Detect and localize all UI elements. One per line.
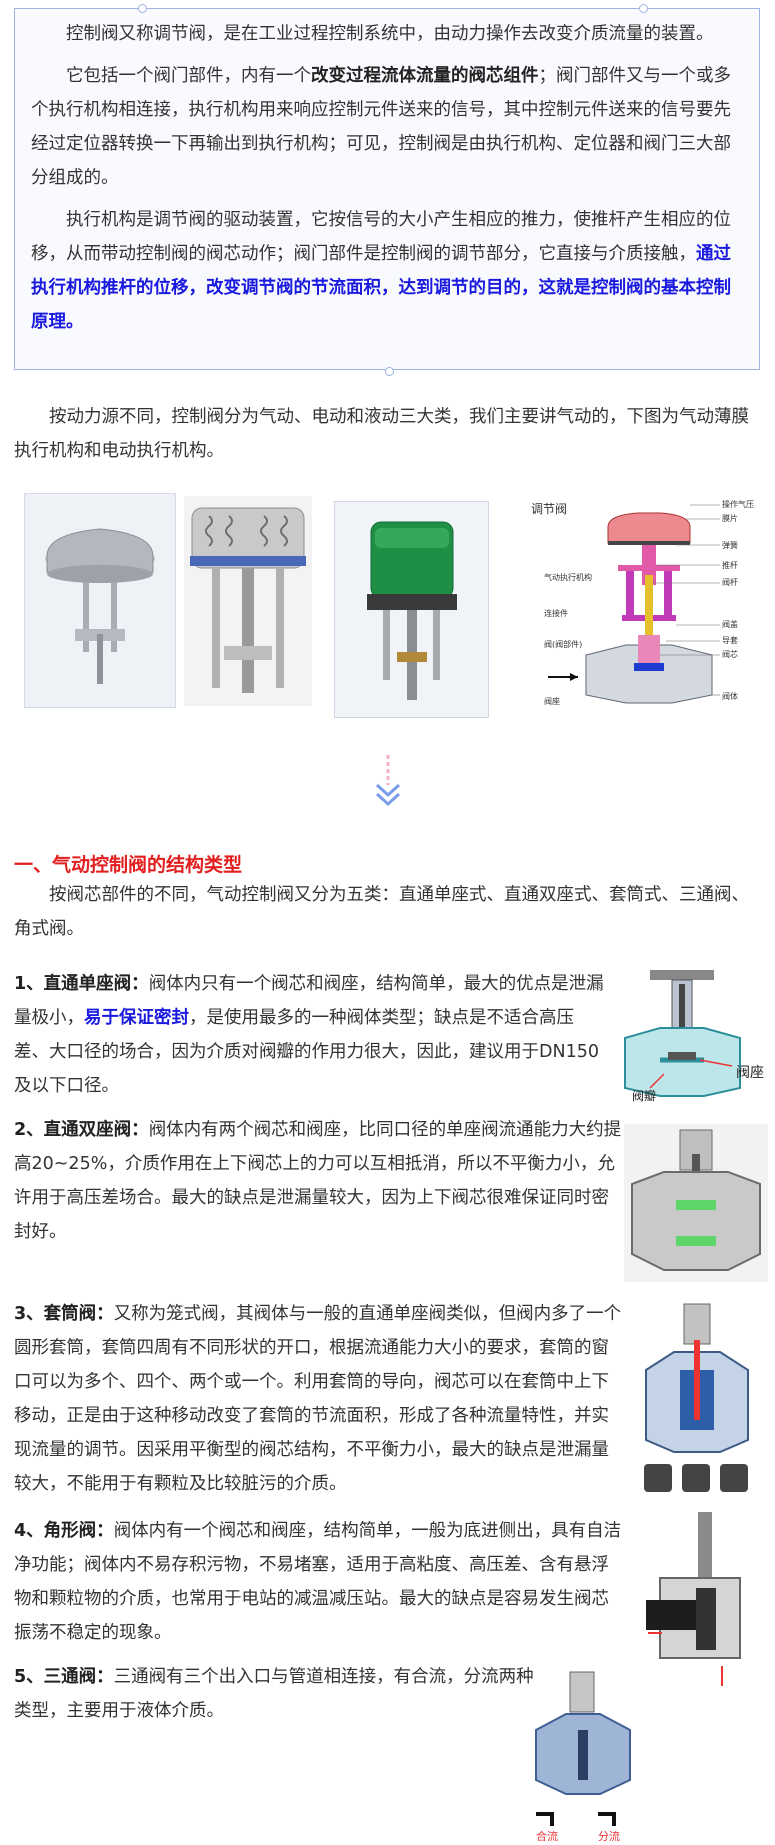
- intro-box: 控制阀又称调节阀，是在工业过程控制系统中，由动力操作去改变介质流量的装置。 它包…: [14, 8, 760, 370]
- svg-text:气动执行机构: 气动执行机构: [544, 572, 592, 582]
- section-title: 一、气动控制阀的结构类型: [14, 854, 243, 876]
- section-intro: 按阀芯部件的不同，气动控制阀又分为五类：直通单座式、直通双座式、套筒式、三通阀、…: [14, 885, 749, 939]
- svg-text:推杆: 推杆: [722, 560, 738, 570]
- box-corner-ornament: [639, 4, 648, 13]
- svg-text:阀体: 阀体: [722, 691, 738, 701]
- box-corner-ornament: [385, 367, 394, 376]
- svg-text:阀芯: 阀芯: [722, 649, 738, 659]
- schematic-title: 调节阀: [531, 502, 567, 516]
- pneumatic-diaphragm-actuator-image: [24, 493, 176, 708]
- item-sleeve-valve: 3、套筒阀：又称为笼式阀，其阀体与一般的直通单座阀类似，但阀内多了一个圆形套筒，…: [14, 1304, 622, 1494]
- box-corner-ornament: [138, 4, 147, 13]
- actuator-cutaway-image: [184, 496, 312, 706]
- double-seat-valve-diagram: [624, 1124, 768, 1282]
- single-seat-valve-diagram: 阀座 阀瓣: [620, 964, 770, 1103]
- svg-text:导套: 导套: [722, 635, 738, 645]
- sleeve-valve-diagram: [636, 1300, 758, 1500]
- svg-text:阀座: 阀座: [544, 696, 560, 706]
- control-valve-schematic: 调节阀 气动执行机构 连接件 阀(阀部件) 阀座 操作气压 膜片 弹簧 推杆 阀…: [526, 495, 768, 718]
- svg-text:连接件: 连接件: [544, 608, 568, 618]
- intro-paragraph-3: 执行机构是调节阀的驱动装置，它按信号的大小产生相应的推力，使推杆产生相应的位移，…: [31, 210, 731, 332]
- three-way-valve-diagram: 合流 分流: [528, 1670, 638, 1843]
- intro-paragraph-1: 控制阀又称调节阀，是在工业过程控制系统中，由动力操作去改变介质流量的装置。: [66, 24, 714, 44]
- merge-flow-label: 合流: [536, 1829, 558, 1841]
- intro-highlight-2: 通过执行机构推杆的位移，改变调节阀的节流面积，达到调节的目的，这就是控制阀的基本…: [31, 244, 731, 332]
- angle-valve-diagram: [640, 1508, 768, 1688]
- valve-disc-label: 阀瓣: [632, 1089, 656, 1102]
- item-three-way-valve: 5、三通阀：三通阀有三个出入口与管道相连接，有合流，分流两种类型，主要用于液体介…: [14, 1667, 534, 1721]
- chevron-down-icon: [374, 755, 402, 815]
- svg-text:阀盖: 阀盖: [722, 619, 738, 629]
- svg-text:阀杆: 阀杆: [722, 577, 738, 587]
- svg-text:膜片: 膜片: [722, 513, 738, 523]
- electric-actuator-image: [334, 501, 489, 718]
- intro-paragraph-2: 它包括一个阀门部件，内有一个改变过程流体流量的阀芯组件；阀门部件又与一个或多个执…: [31, 66, 731, 188]
- split-flow-label: 分流: [598, 1829, 620, 1841]
- item-single-seat-valve: 1、直通单座阀：阀体内只有一个阀芯和阀座，结构简单，最大的优点是泄漏量极小，易于…: [14, 974, 604, 1096]
- valve-seat-label: 阀座: [736, 1065, 764, 1081]
- item-angle-valve: 4、角形阀：阀体内有一个阀芯和阀座，结构简单，一般为底进侧出，具有自洁净功能；阀…: [14, 1521, 622, 1643]
- svg-text:阀(阀部件): 阀(阀部件): [544, 639, 582, 649]
- intro-highlight-1: 改变过程流体流量的阀芯组件: [311, 66, 539, 86]
- power-source-paragraph: 按动力源不同，控制阀分为气动、电动和液动三大类，我们主要讲气动的，下图为气动薄膜…: [14, 407, 749, 461]
- item-double-seat-valve: 2、直通双座阀：阀体内有两个阀芯和阀座，比同口径的单座阀流通能力大约提高20~2…: [14, 1120, 622, 1242]
- svg-text:操作气压: 操作气压: [722, 499, 754, 509]
- svg-text:弹簧: 弹簧: [722, 540, 738, 550]
